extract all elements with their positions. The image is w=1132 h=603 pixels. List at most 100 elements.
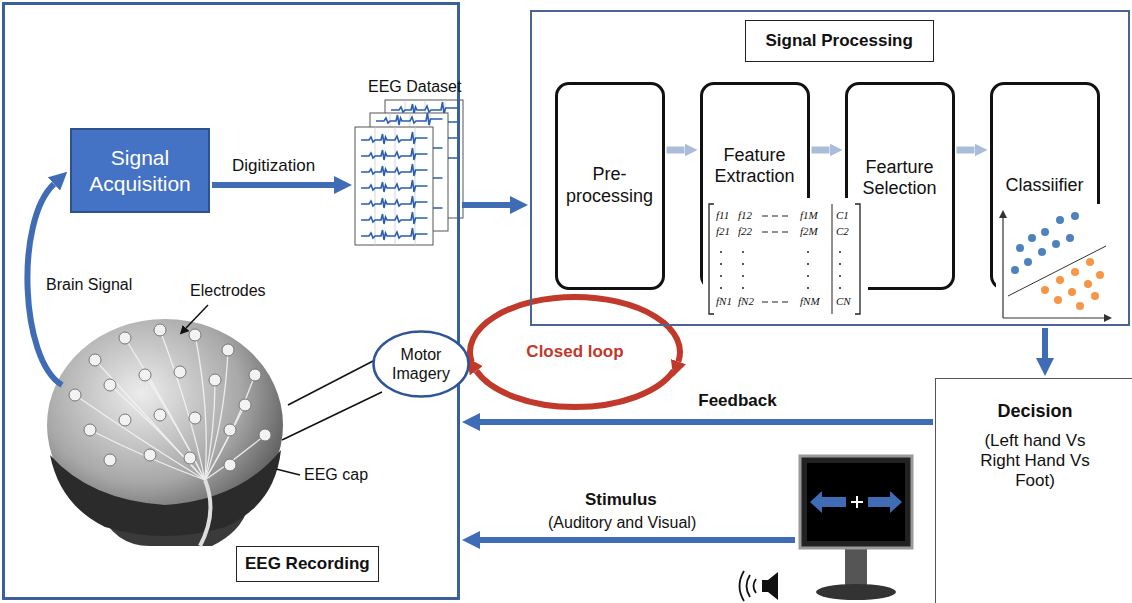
- scatter-plot: [1071, 268, 1079, 276]
- electrode-dots: [69, 389, 81, 401]
- arrow-label: Brain Signal: [46, 276, 132, 294]
- cap-wires: [205, 375, 255, 480]
- electrode-dots: [154, 409, 166, 421]
- scatter-plot: [1038, 248, 1046, 256]
- feature-matrix: [839, 263, 841, 265]
- electrode-dots: [104, 379, 116, 391]
- flow-arrow: [957, 147, 975, 154]
- scatter-plot: [999, 210, 1112, 322]
- scatter-plot: [1084, 280, 1092, 288]
- part-label: EEG cap: [304, 466, 368, 484]
- feature-matrix: [839, 287, 841, 289]
- scatter-plot: [996, 204, 1114, 322]
- matrix-entry: f12: [738, 209, 752, 222]
- electrode-dots: [239, 399, 251, 411]
- monitor-icon: [800, 456, 912, 600]
- box-label: Fearture Selection: [852, 157, 948, 200]
- monitor-icon: [851, 496, 863, 508]
- matrix-entry: fN1: [716, 295, 732, 308]
- imagery-ellipse: Motor Imagery: [372, 330, 470, 398]
- dataset-label: EEG Dataset: [368, 78, 461, 96]
- scatter-plot: [1068, 288, 1076, 296]
- scatter-plot: [1076, 302, 1084, 310]
- flow-arrow: [480, 419, 933, 425]
- feature-matrix: [720, 251, 722, 253]
- electrode-dots: [249, 369, 261, 381]
- dataset-sheet: [361, 164, 428, 176]
- feature-matrix: [709, 204, 860, 314]
- monitor-icon: [800, 456, 912, 548]
- feature-matrix: [703, 198, 868, 320]
- dataset-sheet: [361, 212, 428, 224]
- feature-matrix: [703, 198, 868, 320]
- electrode-dots: [174, 366, 186, 378]
- electrode-dots: [222, 344, 234, 356]
- dataset-sheet: [361, 148, 428, 160]
- wire-bundle: [200, 480, 210, 546]
- box-body: (Left hand Vs Right Hand Vs Foot): [965, 431, 1105, 492]
- speaker-icon: [740, 571, 779, 601]
- scatter-plot: [996, 204, 1114, 322]
- monitor-icon: [868, 491, 902, 513]
- scatter-plot: [1024, 258, 1032, 266]
- digitization-arrow: [212, 182, 334, 188]
- scatter-plot: [1041, 258, 1104, 310]
- scatter-plot: [1011, 266, 1019, 274]
- dataset-sheet: [361, 132, 428, 144]
- electrode-dots: [189, 412, 201, 424]
- process-box: Pre-processing: [555, 82, 665, 290]
- scatter-plot: [1071, 212, 1079, 220]
- scatter-plot: [1056, 216, 1064, 224]
- scatter-plot: [1028, 234, 1036, 242]
- electrode-dots: [69, 324, 271, 471]
- matrix-entry: f2M: [800, 225, 818, 238]
- box-label: Signal Acquisition: [80, 145, 200, 195]
- eeg-dataset-image: [355, 100, 463, 245]
- electrode-dots: [184, 452, 196, 464]
- closed-loop-ring: [470, 297, 680, 407]
- feature-matrix: [720, 263, 722, 265]
- cap-wires: [75, 395, 205, 480]
- scatter-plot: [1052, 240, 1060, 248]
- closed-loop-ring: [470, 297, 680, 362]
- arrow-label: Stimulus: [585, 490, 657, 510]
- feature-matrix: [832, 204, 833, 314]
- dataset-sheet: [355, 127, 433, 245]
- arrow-label: Digitization: [232, 156, 315, 176]
- speaker-icon: [768, 572, 778, 600]
- edge-label: Feedback: [695, 391, 779, 411]
- matrix-entry: f11: [716, 209, 729, 222]
- electrode-dots: [144, 449, 156, 461]
- matrix-entry: fN2: [738, 295, 754, 308]
- leader-lines: [276, 469, 300, 475]
- dataset-sheet: [361, 196, 428, 208]
- monitor-icon: [807, 463, 905, 541]
- cap-wires: [125, 338, 205, 480]
- ellipse-label: Motor Imagery: [384, 345, 458, 383]
- feature-matrix: [720, 287, 722, 289]
- box-heading: Decision: [997, 401, 1072, 423]
- flow-arrow: [462, 202, 510, 208]
- electrode-dots: [224, 459, 236, 471]
- cap-wires: [205, 405, 245, 480]
- leader-lines: [186, 305, 382, 475]
- feature-matrix: [807, 275, 809, 277]
- scatter-plot: [1091, 292, 1099, 300]
- cap-wires: [195, 335, 206, 480]
- box-label: Pre-processing: [562, 164, 658, 207]
- feature-matrix: [807, 263, 809, 265]
- loop-label: Closed loop: [526, 342, 623, 362]
- feature-matrix: [742, 287, 744, 289]
- feature-matrix: [762, 216, 788, 302]
- dataset-sheet: [376, 113, 443, 125]
- electrode-dots: [89, 354, 101, 366]
- dataset-sheet: [361, 180, 428, 192]
- ellipse-outline: [372, 330, 470, 398]
- electrode-dots: [224, 424, 236, 436]
- speaker-icon: [740, 571, 757, 601]
- flow-arrow: [1042, 328, 1048, 358]
- cap-wires: [110, 385, 205, 480]
- closed-loop-ring: [476, 371, 673, 407]
- feature-matrix: [742, 263, 744, 265]
